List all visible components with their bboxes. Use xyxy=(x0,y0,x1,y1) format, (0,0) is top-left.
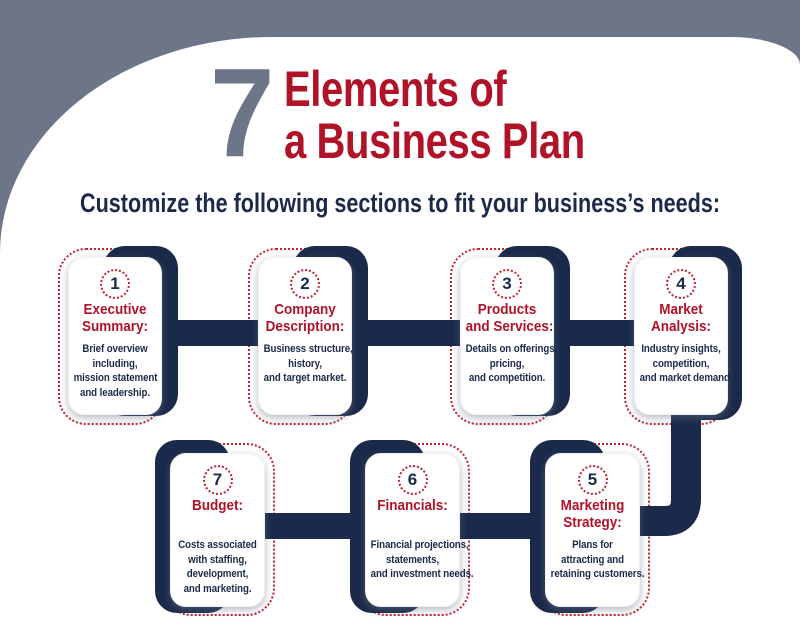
page-title: Elements of a Business Plan xyxy=(284,61,585,169)
card-title: Executive Summary: xyxy=(81,301,149,335)
number-badge: 6 xyxy=(397,465,428,495)
number-badge: 5 xyxy=(577,465,608,495)
card-body: Financial projections, statements, and i… xyxy=(370,539,474,581)
card-body: Plans for attracting and retaining custo… xyxy=(550,539,645,581)
card-market-analysis: 4 Market Analysis: Industry insights, co… xyxy=(634,257,733,415)
card-marketing-strategy: 5 Marketing Strategy: Plans for attracti… xyxy=(545,453,645,607)
card-body: Costs associated with staffing, developm… xyxy=(178,539,257,595)
card-body: Details on offerings, pricing, and compe… xyxy=(465,343,558,385)
big-number: 7 xyxy=(210,42,275,183)
card-title: Market Analysis: xyxy=(650,301,712,335)
card-title: Products and Services: xyxy=(465,301,554,335)
card-title: Financials: xyxy=(377,497,448,514)
card-body: Business structure, history, and target … xyxy=(263,343,353,385)
card-body: Industry insights, competition, and mark… xyxy=(639,343,733,385)
number-badge: 3 xyxy=(492,269,522,299)
number-badge: 2 xyxy=(290,269,320,299)
card-products-services: 3 Products and Services: Details on offe… xyxy=(460,257,558,415)
number-badge: 4 xyxy=(666,269,696,299)
card-financials: 6 Financials: Financial projections, sta… xyxy=(365,453,474,607)
card-title: Marketing Strategy: xyxy=(560,497,625,531)
card-company-description: 2 Company Description: Business structur… xyxy=(258,257,353,415)
card-title: Budget: xyxy=(192,497,243,514)
card-title: Company Description: xyxy=(265,301,345,335)
card-body: Brief overview including, mission statem… xyxy=(73,343,158,399)
card-budget: 7 Budget: Costs associated with staffing… xyxy=(170,453,265,607)
card-executive-summary: 1 Executive Summary: Brief overview incl… xyxy=(68,257,162,415)
number-badge: 1 xyxy=(100,269,130,299)
number-badge: 7 xyxy=(202,465,233,495)
page-subtitle: Customize the following sections to fit … xyxy=(80,188,721,218)
